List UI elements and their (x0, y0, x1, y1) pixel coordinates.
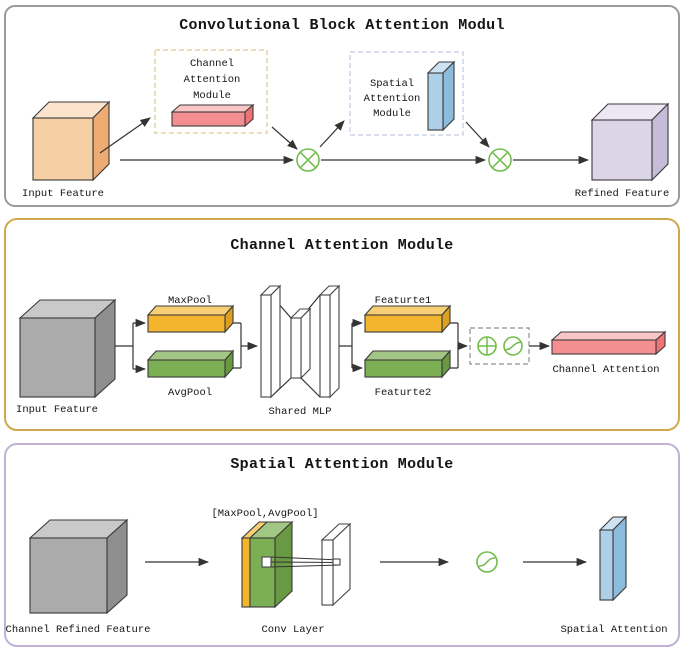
arrow-to-sam-box (319, 120, 345, 148)
panel-sam: Spatial Attention Module Channel Refined… (4, 443, 680, 647)
sam-box-line3: Module (373, 108, 411, 120)
slab-side (612, 515, 627, 602)
split-lines-features (339, 323, 353, 368)
sam-box-line2: Attention (364, 93, 421, 105)
bar-top (363, 305, 452, 316)
sam-slab-side (442, 60, 455, 132)
input-feature-cube (31, 100, 111, 182)
sigmoid-icon (476, 551, 498, 573)
input-feature-label: Input Feature (22, 188, 104, 200)
pool-concat-label: [MaxPool,AvgPool] (211, 508, 318, 520)
arrow-to-cam-box (99, 117, 151, 154)
panel-cbam: Convolutional Block Attention Modul Inpu… (4, 5, 680, 207)
conv-layer (240, 520, 352, 609)
cam-bar-top (170, 104, 255, 113)
merge-lines-features (450, 322, 459, 369)
cube-front-face (29, 537, 108, 614)
bar-front (364, 314, 443, 333)
spatial-attention-label: Spatial Attention (560, 624, 667, 636)
mlp-bowtie-lines (270, 294, 321, 398)
cam-box-line3: Module (193, 90, 231, 102)
pool-slab-front-green (249, 537, 276, 608)
multiply-icon-2 (488, 148, 512, 172)
bar-front (551, 339, 657, 355)
slab-front (599, 529, 614, 601)
avgpool-label: AvgPool (168, 387, 212, 399)
feature1-bar (363, 304, 452, 334)
cam-panel-border (4, 218, 680, 431)
sam-panel-border (4, 443, 680, 647)
sam-box-line1: Spatial (370, 78, 414, 90)
sam-slab-front (427, 72, 444, 131)
mlp-slab-side (329, 284, 340, 399)
sigmoid-curve (505, 341, 521, 351)
channel-attention-bar (550, 330, 667, 356)
spatial-attention-slab (598, 515, 628, 602)
arrow-sam-to-multiply (465, 121, 490, 148)
refined-feature-cube (590, 102, 670, 182)
add-plus (478, 337, 496, 355)
channel-attention-label: Channel Attention (552, 364, 659, 376)
bar-front (364, 359, 443, 378)
pool-slab-front-yellow (241, 537, 251, 608)
channel-attention-module-box: Channel Attention Module (154, 49, 268, 134)
bar-front (147, 359, 226, 378)
spatial-attention-module-box: Spatial Attention Module (349, 51, 464, 136)
bar-top (146, 305, 235, 316)
conv-out-slab-front (321, 539, 334, 606)
bar-top (146, 350, 235, 361)
channel-refined-feature-cube (28, 518, 129, 615)
mlp-slab-front (260, 294, 272, 398)
multiply-x (299, 151, 317, 169)
sigmoid-curve (478, 557, 496, 567)
cam-box-line2: Attention (184, 74, 241, 86)
cam-title: Channel Attention Module (230, 237, 453, 254)
conv-kernel-rod (270, 556, 341, 568)
cube-front-face (19, 317, 96, 398)
bar-top (363, 350, 452, 361)
mlp-slab-side (270, 284, 281, 399)
conv-kernel-window (261, 556, 272, 568)
cube-front-face (591, 119, 653, 181)
channel-refined-feature-label: Channel Refined Feature (6, 624, 151, 636)
add-sigmoid-box (469, 327, 530, 365)
shared-mlp (259, 284, 341, 399)
maxpool-bar (146, 304, 235, 334)
cam-input-label: Input Feature (16, 404, 98, 416)
maxpool-label: MaxPool (168, 295, 212, 307)
shared-mlp-label: Shared MLP (268, 406, 331, 418)
feature2-label: Featurte2 (375, 387, 432, 399)
merge-lines-pools (233, 322, 242, 369)
conv-layer-label: Conv Layer (261, 624, 324, 636)
cbam-panel-border (4, 5, 680, 207)
bar-front (147, 314, 226, 333)
arrow-cam-to-multiply (271, 126, 298, 150)
mlp-slab-side (300, 307, 311, 380)
feature1-label: Featurte1 (375, 295, 432, 307)
cam-input-cube (18, 298, 117, 399)
panel-cam: Channel Attention Module Input Feature M… (4, 218, 680, 431)
feature2-bar (363, 349, 452, 379)
cbam-title: Convolutional Block Attention Modul (179, 17, 505, 34)
mlp-slab-front (290, 317, 302, 379)
multiply-icon-1 (296, 148, 320, 172)
refined-feature-label: Refined Feature (575, 188, 670, 200)
conv-kernel-endcap (332, 558, 341, 566)
cam-box-line1: Channel (190, 58, 234, 70)
cam-bar-front (171, 111, 246, 127)
sam-title: Spatial Attention Module (230, 456, 453, 473)
avgpool-bar (146, 349, 235, 379)
bar-top (550, 331, 667, 341)
split-lines-pools (115, 323, 134, 369)
cube-front-face (32, 117, 94, 181)
mlp-slab-front (319, 294, 331, 398)
multiply-x (491, 151, 509, 169)
